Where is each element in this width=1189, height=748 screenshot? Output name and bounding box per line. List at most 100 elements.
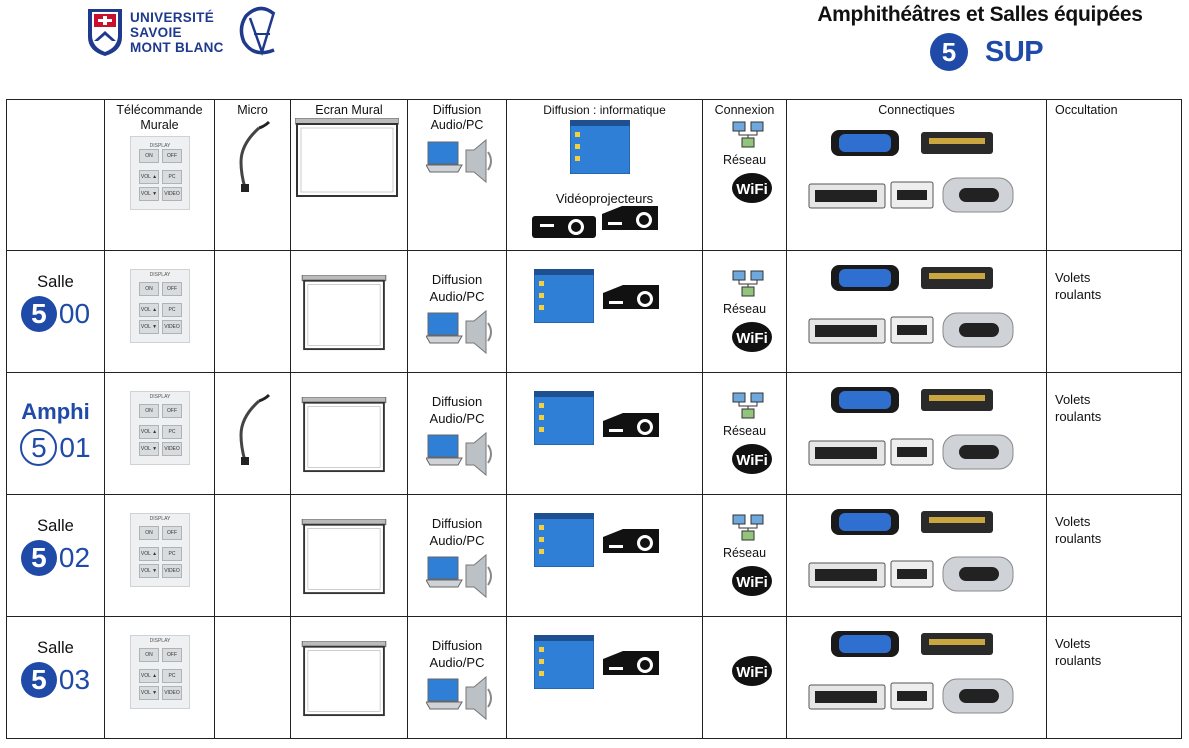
corner-cell (6, 99, 105, 251)
remote-display-label: DISPLAY (149, 143, 171, 149)
laptop-speaker-icon (426, 138, 492, 184)
remote-on-key: ON (139, 526, 159, 540)
remote-pc-key: PC (162, 425, 182, 439)
remote-display-label: DISPLAY (149, 638, 171, 644)
audio-line2: Audio/PC (429, 533, 485, 548)
connectiques-cell (786, 494, 1047, 617)
header-remote-line2: Murale (140, 118, 179, 132)
remote-voldown-key: VOL ▼ (139, 442, 159, 456)
svg-text:WiFi: WiFi (736, 574, 768, 591)
remote-display-label: DISPLAY (149, 394, 171, 400)
remote-off-key: OFF (162, 282, 182, 296)
wifi-icon: WiFi (732, 566, 772, 596)
room-type: Salle (37, 639, 74, 657)
laptop-speaker-icon (426, 553, 492, 599)
audio-line1: Diffusion (431, 638, 483, 653)
usmb-name: UNIVERSITÉ SAVOIE MONT BLANC (130, 10, 240, 55)
windows-desktop-icon (534, 513, 594, 567)
laptop-speaker-icon (426, 675, 492, 721)
room-building-number: 5 (20, 540, 57, 576)
header-projectors-label: Vidéoprojecteurs (555, 191, 654, 206)
occultation-cell: Volets roulants (1046, 372, 1182, 495)
remote-video-key: VIDEO (162, 686, 182, 700)
header-micro-label: Micro (237, 103, 268, 117)
usmb-shield-icon (88, 9, 122, 56)
occultation-line2: roulants (1055, 287, 1102, 302)
room-building-number: 5 (20, 296, 57, 332)
projector-icon (532, 216, 596, 238)
remote-off-key: OFF (162, 149, 182, 163)
occultation-line2: roulants (1055, 409, 1102, 424)
projector-icon (603, 413, 659, 437)
occultation-line1: Volets (1055, 270, 1091, 285)
header-screen-label: Ecran Mural (315, 103, 383, 117)
projector-icon (603, 529, 659, 553)
network-label: Réseau (722, 153, 767, 167)
svg-text:WiFi: WiFi (736, 452, 768, 469)
informatique-cell (506, 372, 703, 495)
header-informatique: Diffusion : informatique Vidéoprojecteur… (506, 99, 703, 251)
remote-voldown-key: VOL ▼ (139, 686, 159, 700)
brand-text: SUP (985, 36, 1044, 68)
micro-cell (214, 250, 291, 373)
equipment-table: Télécommande Murale DISPLAY ON OFF VOL ▲… (6, 99, 1182, 739)
remote-volup-key: VOL ▲ (139, 170, 159, 184)
header-connexion: Connexion Réseau WiFi (702, 99, 787, 251)
header-audio-line2: Audio/PC (430, 118, 484, 132)
header-occultation-label: Occultation (1055, 103, 1118, 117)
remote-cell: DISPLAY ON OFF VOL ▲ PC VOL ▼ VIDEO (104, 372, 215, 495)
remote-icon: DISPLAY ON OFF VOL ▲ PC VOL ▼ VIDEO (130, 136, 190, 210)
connectors-icon (808, 387, 1014, 470)
header-occultation: Occultation (1046, 99, 1182, 251)
laptop-speaker-icon (426, 431, 492, 477)
remote-voldown-key: VOL ▼ (139, 187, 159, 201)
wifi-icon: WiFi (732, 656, 772, 686)
screen-cell (290, 494, 408, 617)
informatique-cell (506, 250, 703, 373)
occultation-line1: Volets (1055, 514, 1091, 529)
network-label: Réseau (722, 302, 767, 316)
wall-screen-icon (295, 118, 399, 197)
header-audio-line1: Diffusion (432, 103, 482, 117)
room-suffix: 01 (59, 431, 91, 463)
remote-voldown-key: VOL ▼ (139, 564, 159, 578)
audio-cell: Diffusion Audio/PC (407, 372, 507, 495)
wall-screen-icon (301, 641, 387, 717)
room-suffix: 03 (58, 664, 91, 695)
header-informatique-label: Diffusion : informatique (543, 103, 666, 117)
connexion-cell: WiFi (702, 616, 787, 739)
wifi-icon: WiFi (732, 322, 772, 352)
svg-text:WiFi: WiFi (736, 330, 768, 347)
remote-pc-key: PC (162, 669, 182, 683)
screen-cell (290, 372, 408, 495)
remote-pc-key: PC (162, 547, 182, 561)
occultation-cell: Volets roulants (1046, 250, 1182, 373)
header-remote: Télécommande Murale DISPLAY ON OFF VOL ▲… (104, 99, 215, 251)
remote-voldown-key: VOL ▼ (139, 320, 159, 334)
room-type: Salle (37, 517, 74, 535)
occultation-line2: roulants (1055, 531, 1102, 546)
microphone-icon (239, 120, 271, 192)
micro-cell (214, 494, 291, 617)
remote-volup-key: VOL ▲ (139, 547, 159, 561)
header-screen: Ecran Mural (290, 99, 408, 251)
windows-desktop-icon (570, 120, 630, 174)
room-type: Amphi (21, 399, 90, 424)
occultation-cell: Volets roulants (1046, 494, 1182, 617)
header-row: Télécommande Murale DISPLAY ON OFF VOL ▲… (6, 99, 1182, 251)
page-title: Amphithéâtres et Salles équipées (817, 3, 1143, 26)
svg-text:WiFi: WiFi (736, 664, 768, 681)
remote-on-key: ON (139, 282, 159, 296)
occultation-line1: Volets (1055, 392, 1091, 407)
occultation-line1: Volets (1055, 636, 1091, 651)
connexion-cell: Réseau WiFi (702, 494, 787, 617)
remote-volup-key: VOL ▲ (139, 303, 159, 317)
informatique-cell (506, 616, 703, 739)
remote-on-key: ON (139, 648, 159, 662)
